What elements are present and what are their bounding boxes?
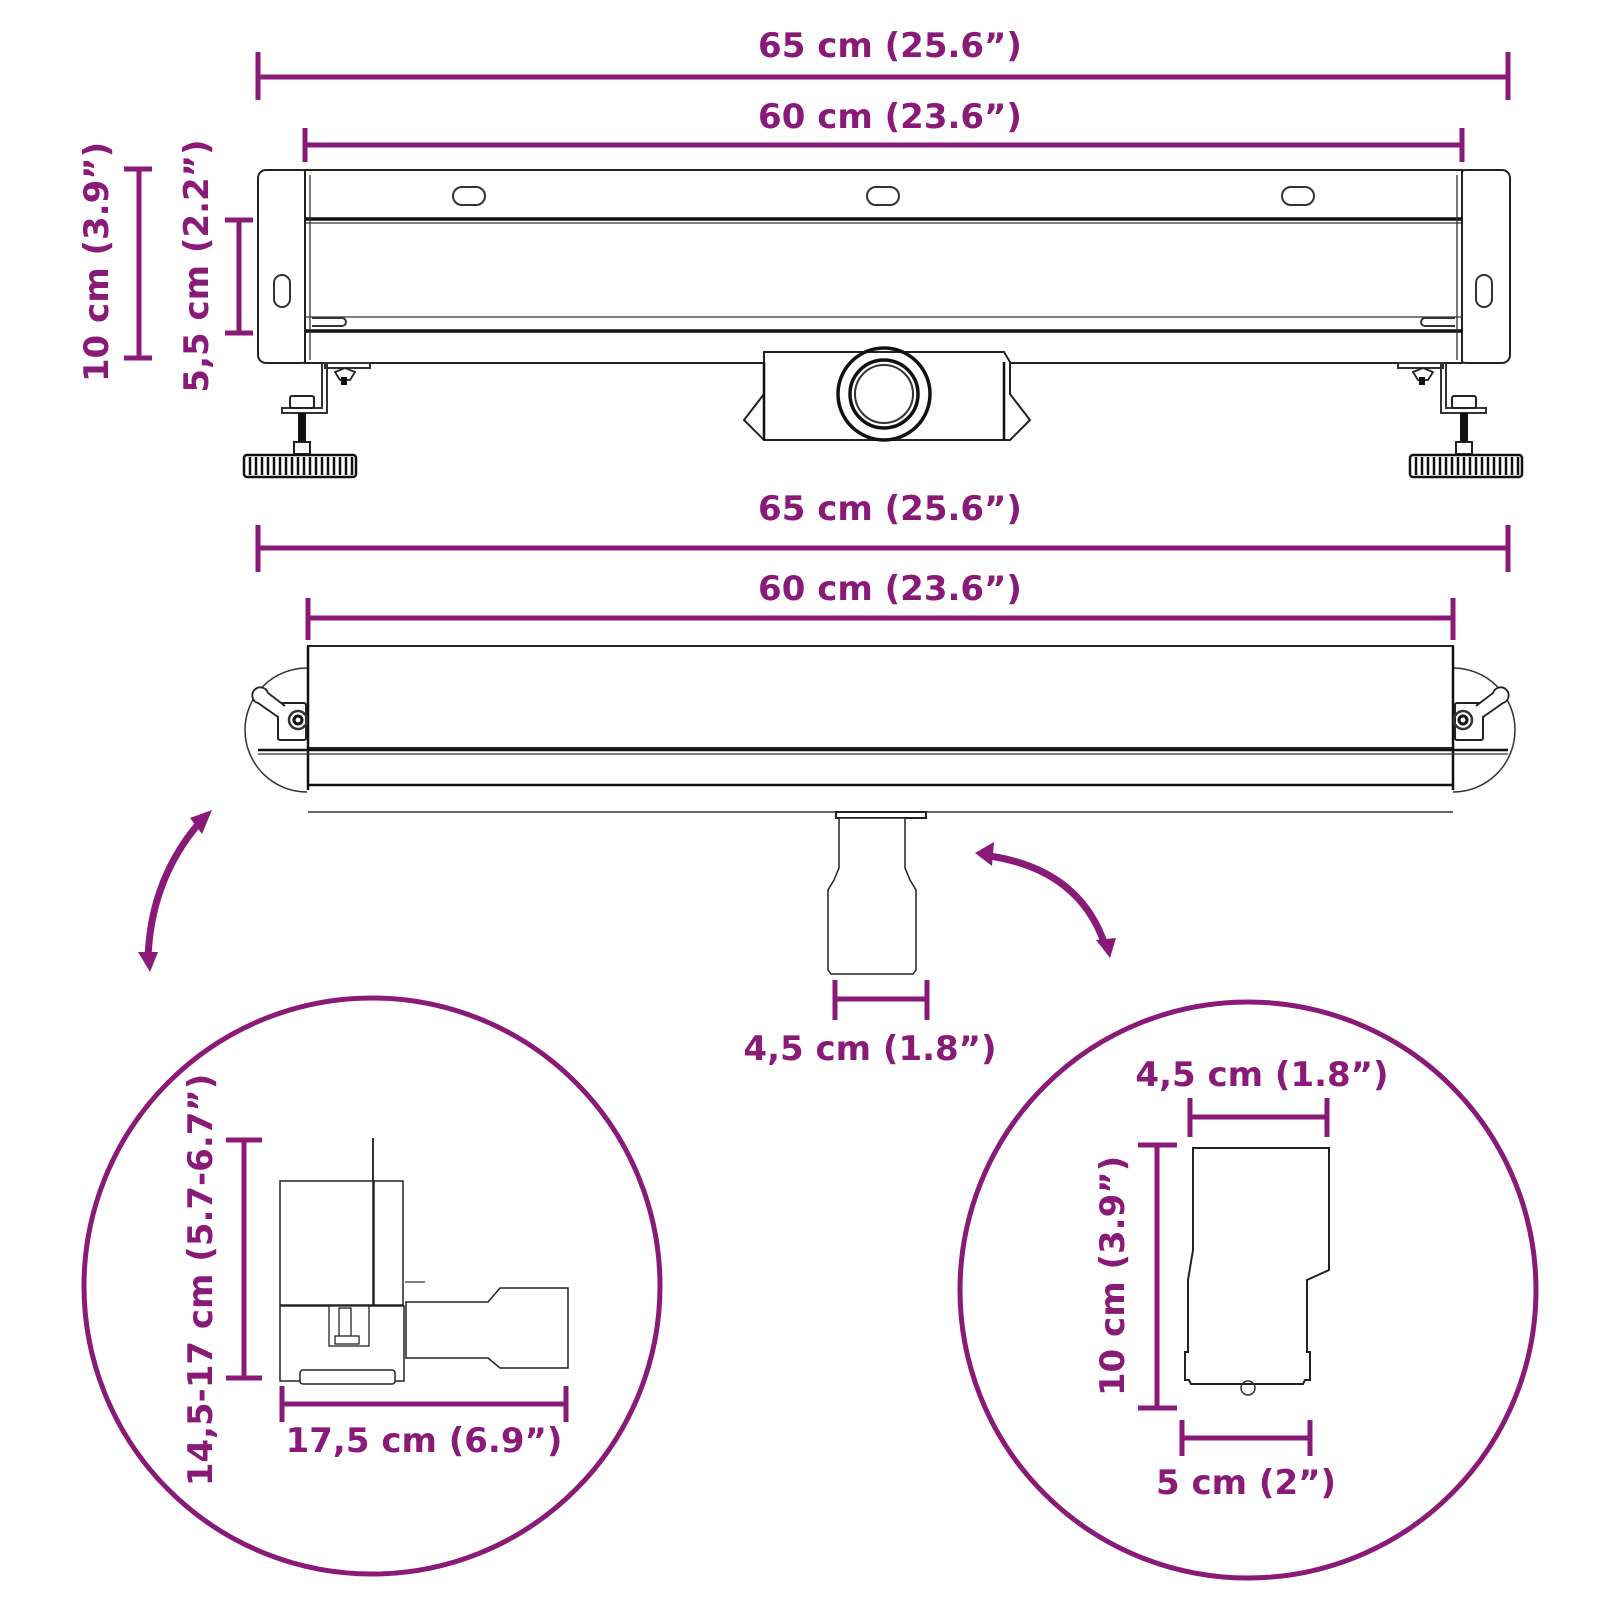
outlet-ring-icon (836, 346, 932, 442)
outlet-hole (1240, 1380, 1256, 1396)
top-slot-left (452, 186, 486, 206)
detail-circle-outlet (957, 999, 1539, 1581)
side-depth-dimension: 17,5 cm (6.9”) (279, 1386, 569, 1461)
front-channel-width-dimension: 60 cm (23.6”) (305, 569, 1456, 640)
side-height-range-dimension: 14,5-17 cm (5.7-6.7”) (181, 1074, 262, 1487)
clamp-right (1452, 686, 1510, 741)
side-depth-label: 17,5 cm (6.9”) (286, 1421, 563, 1461)
top-channel-width-dimension: 60 cm (23.6”) (302, 97, 1465, 162)
front-overall-width-label: 65 cm (25.6”) (758, 489, 1022, 529)
outlet-height-label: 10 cm (3.9”) (1093, 1156, 1133, 1396)
outlet-bottom-diameter-label: 5 cm (2”) (1156, 1463, 1336, 1503)
top-channel-width-label: 60 cm (23.6”) (758, 97, 1022, 137)
drain-front-view (244, 645, 1516, 975)
clamp-left (251, 686, 309, 741)
top-overall-height-label: 10 cm (3.9”) (77, 142, 117, 382)
top-overall-width-label: 65 cm (25.6”) (758, 26, 1022, 66)
top-overall-height-dimension: 10 cm (3.9”) (77, 142, 152, 382)
curved-double-arrow-left-icon (138, 810, 212, 972)
side-height-range-label: 14,5-17 cm (5.7-6.7”) (181, 1074, 221, 1487)
outlet-pipe (827, 811, 927, 975)
detail-circle-side-view (81, 995, 663, 1577)
outlet-height-dimension: 10 cm (3.9”) (1093, 1142, 1177, 1411)
outlet-bottom-diameter-dimension: 5 cm (2”) (1156, 1420, 1336, 1503)
top-overall-width-dimension: 65 cm (25.6”) (255, 26, 1511, 100)
front-channel-width-label: 60 cm (23.6”) (758, 569, 1022, 609)
outlet-diameter-label: 4,5 cm (1.8”) (743, 1029, 996, 1069)
outlet-top-diameter-dimension: 4,5 cm (1.8”) (1135, 1055, 1389, 1137)
adjustable-foot-right (1397, 362, 1524, 479)
outlet-top-diameter-label: 4,5 cm (1.8”) (1135, 1055, 1388, 1095)
drain-top-view (242, 169, 1524, 479)
side-view-drawing (279, 1138, 569, 1385)
top-channel-depth-dimension: 5,5 cm (2.2”) (177, 139, 253, 393)
right-flange (1457, 169, 1511, 364)
flange-slot-left (273, 274, 291, 308)
front-overall-width-dimension: 65 cm (25.6”) (255, 489, 1511, 572)
flange-slot-right (1475, 274, 1493, 308)
outlet-diameter-dimension: 4,5 cm (1.8”) (743, 980, 997, 1069)
top-channel-depth-label: 5,5 cm (2.2”) (177, 139, 217, 392)
adjustable-foot-left (242, 362, 371, 479)
top-slot-center (866, 186, 900, 206)
top-slot-right (1281, 186, 1315, 206)
curved-double-arrow-right-icon (975, 842, 1116, 958)
outlet-box (742, 346, 1032, 442)
left-flange (257, 169, 311, 364)
outlet-detail-drawing (1184, 1147, 1330, 1396)
